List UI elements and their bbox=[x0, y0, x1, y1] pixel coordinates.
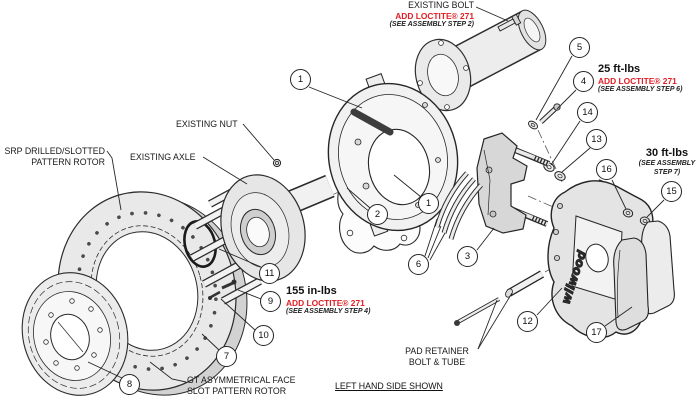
balloon-15: 15 bbox=[661, 181, 682, 202]
balloon-9: 9 bbox=[260, 291, 281, 312]
label-srp-rotor: SRP DRILLED/SLOTTED PATTERN ROTOR bbox=[4, 146, 105, 167]
label-pad-retainer: PAD RETAINER BOLT & TUBE bbox=[405, 346, 469, 367]
drum-backing-plate bbox=[327, 73, 459, 237]
leader-lines bbox=[87, 6, 665, 383]
balloon-7: 7 bbox=[216, 346, 237, 367]
existing-bolt-note: (SEE ASSEMBLY STEP 2) bbox=[389, 20, 474, 28]
balloon-6: 6 bbox=[408, 254, 429, 275]
existing-bolt-loctite: ADD LOCTITE® 271 bbox=[395, 10, 474, 21]
balloon-17: 17 bbox=[586, 322, 607, 343]
existing-bolt-part bbox=[497, 13, 522, 32]
footer-note: LEFT HAND SIDE SHOWN bbox=[335, 381, 443, 391]
balloon-1b: 1 bbox=[418, 193, 439, 214]
label-existing-bolt: EXISTING BOLT ADD LOCTITE® 271 (SEE ASSE… bbox=[364, 0, 474, 29]
existing-bolt-title: EXISTING BOLT bbox=[408, 0, 474, 10]
hat-bolts bbox=[208, 279, 237, 300]
balloon-10: 10 bbox=[253, 325, 274, 346]
balloon-11: 11 bbox=[259, 263, 280, 284]
axle-housing bbox=[414, 9, 547, 112]
balloon-8: 8 bbox=[119, 374, 140, 395]
caliper-bracket bbox=[476, 132, 551, 234]
balloon-5: 5 bbox=[569, 37, 590, 58]
bracket-shims bbox=[434, 171, 483, 240]
balloon-2: 2 bbox=[367, 204, 388, 225]
label-torque-25: 25 ft-lbs ADD LOCTITE® 271 (SEE ASSEMBLY… bbox=[598, 63, 683, 94]
balloon-16: 16 bbox=[596, 159, 617, 180]
o-ring bbox=[183, 220, 217, 268]
balloon-13: 13 bbox=[586, 129, 607, 150]
balloon-14: 14 bbox=[577, 102, 598, 123]
balloon-1a: 1 bbox=[290, 69, 311, 90]
label-gt-rotor: GT ASYMMETRICAL FACE SLOT PATTERN ROTOR bbox=[187, 375, 296, 396]
pad-retainer-bolt-tube bbox=[454, 258, 569, 326]
brake-pads bbox=[613, 220, 675, 331]
existing-nut-part bbox=[272, 158, 282, 168]
balloon-3: 3 bbox=[457, 246, 478, 267]
balloon-4: 4 bbox=[573, 71, 594, 92]
label-torque-30: 30 ft-lbs (SEE ASSEMBLY STEP 7) bbox=[638, 147, 696, 176]
mounting-bolt bbox=[528, 103, 561, 130]
label-existing-axle: EXISTING AXLE bbox=[130, 152, 196, 162]
balloon-12: 12 bbox=[517, 311, 538, 332]
label-torque-155: 155 in-lbs ADD LOCTITE® 271 (SEE ASSEMBL… bbox=[286, 285, 371, 316]
existing-axle-hub bbox=[190, 174, 335, 305]
label-existing-nut: EXISTING NUT bbox=[176, 119, 238, 129]
rotor-hat bbox=[21, 272, 129, 396]
